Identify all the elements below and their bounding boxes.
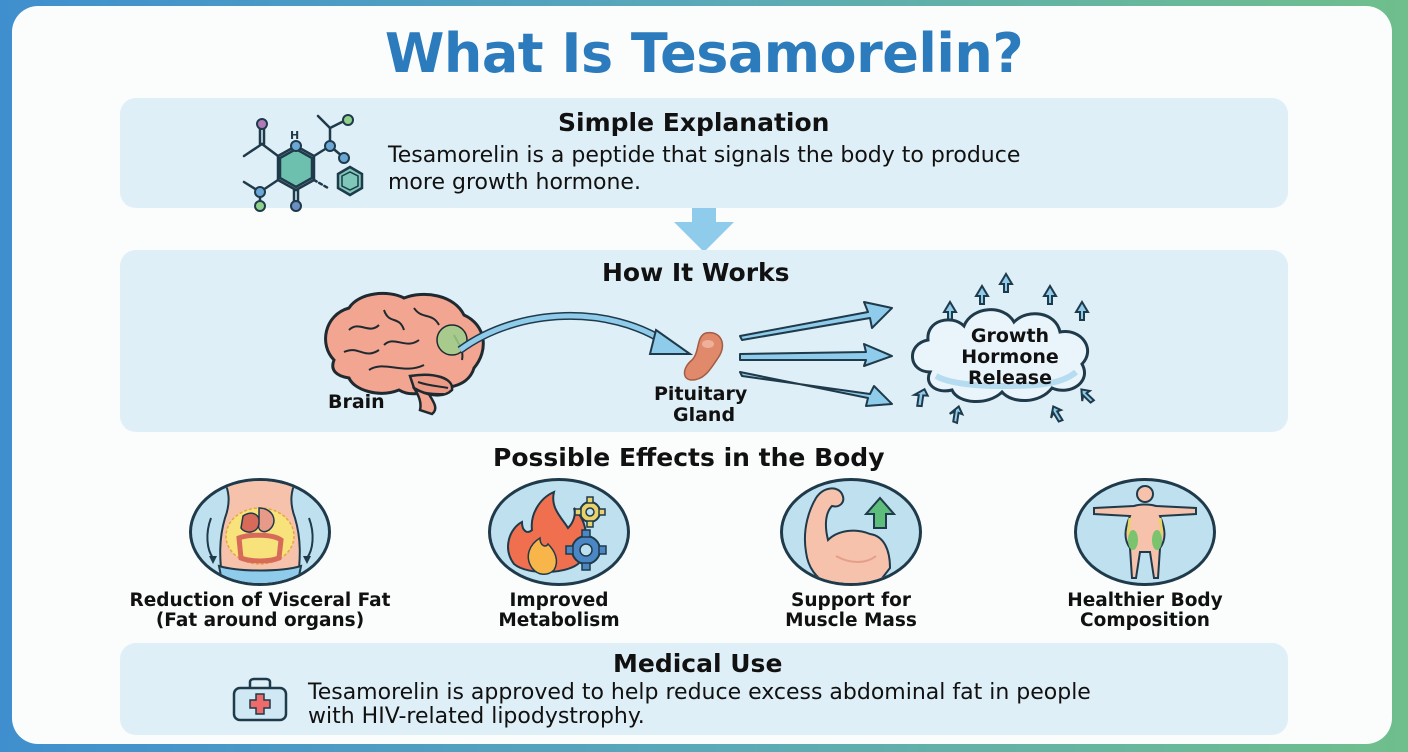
medical-use-heading: Medical Use bbox=[613, 649, 783, 678]
medical-use-panel: Medical Use Tesamorelin is approved to h… bbox=[120, 643, 1288, 735]
medical-use-text-line1: Tesamorelin is approved to help reduce e… bbox=[308, 680, 1091, 705]
effects-heading: Possible Effects in the Body bbox=[493, 443, 885, 472]
page-title: What Is Tesamorelin? bbox=[384, 22, 1024, 85]
effect-visceral-fat-line1: Reduction of Visceral Fat bbox=[129, 590, 391, 611]
effect-visceral-fat-line2: (Fat around organs) bbox=[155, 610, 365, 631]
effect-metabolism-line1: Improved bbox=[509, 590, 609, 611]
signal-arrow bbox=[457, 312, 694, 355]
effect-muscle-mass-line2: Muscle Mass bbox=[785, 610, 917, 631]
molecule-icon: H bbox=[242, 114, 364, 212]
how-it-works-panel: How It Works Brain Pituitary Gland bbox=[120, 250, 1288, 432]
release-arrows bbox=[739, 301, 893, 407]
cloud-label-line3: Release bbox=[968, 367, 1052, 389]
pituitary-gland-icon bbox=[683, 331, 724, 381]
effect-metabolism-icon bbox=[488, 478, 630, 586]
pituitary-label-line1: Pituitary bbox=[654, 383, 748, 405]
svg-text:H: H bbox=[290, 129, 299, 142]
first-aid-kit-icon bbox=[232, 677, 288, 722]
cloud-label-line1: Growth bbox=[970, 325, 1050, 347]
effect-muscle-mass-icon bbox=[780, 478, 922, 586]
effect-body-composition-line2: Composition bbox=[1080, 610, 1210, 631]
effect-metabolism-line2: Metabolism bbox=[498, 610, 620, 631]
brain-label: Brain bbox=[328, 391, 385, 413]
simple-explanation-text-line1: Tesamorelin is a peptide that signals th… bbox=[388, 143, 1021, 168]
simple-explanation-text-line2: more growth hormone. bbox=[388, 170, 641, 195]
medical-use-text-line2: with HIV-related lipodystrophy. bbox=[308, 704, 645, 729]
brain-icon bbox=[324, 291, 485, 416]
simple-explanation-panel: H Simple Explanation Tesamorelin is a pe… bbox=[120, 98, 1288, 212]
simple-explanation-heading: Simple Explanation bbox=[558, 108, 830, 137]
down-arrow-icon bbox=[674, 208, 734, 252]
growth-hormone-cloud bbox=[910, 272, 1096, 425]
effect-visceral-fat-icon bbox=[189, 478, 331, 586]
how-it-works-heading: How It Works bbox=[602, 258, 790, 287]
cloud-label-line2: Hormone bbox=[961, 346, 1059, 368]
effect-body-composition-line1: Healthier Body bbox=[1067, 590, 1223, 611]
effect-body-composition-icon bbox=[1074, 478, 1216, 586]
pituitary-label-line2: Gland bbox=[673, 404, 736, 426]
effect-muscle-mass-line1: Support for bbox=[791, 590, 911, 611]
